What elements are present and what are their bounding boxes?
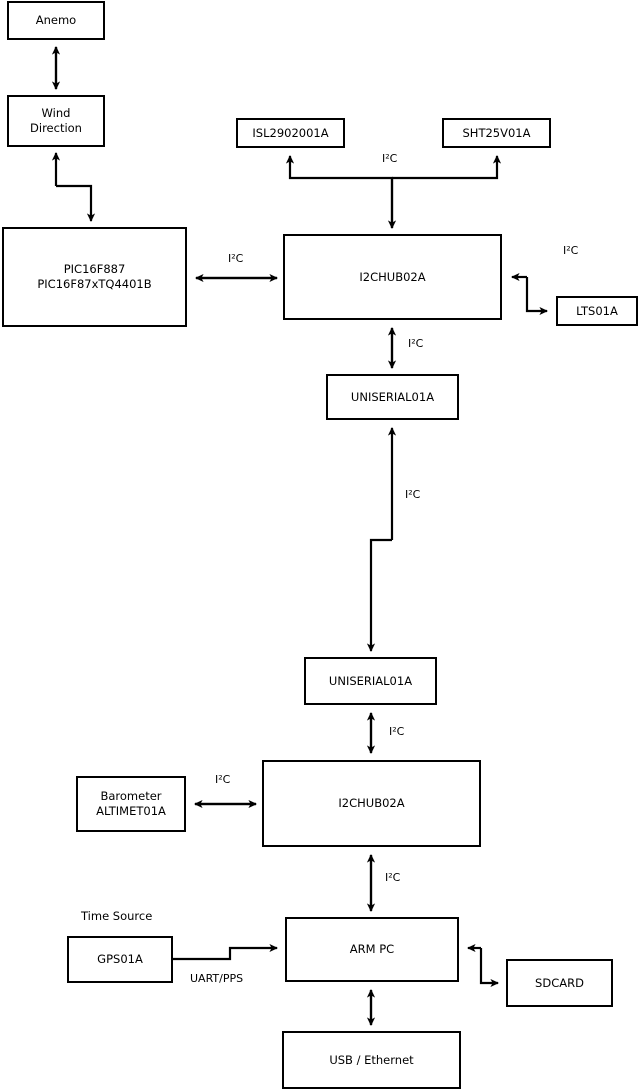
node-sdcard-label: SDCARD — [535, 975, 584, 990]
edge-label-i2c-uniserial-hub-bottom: I²C — [389, 725, 405, 738]
node-lts01a-label: LTS01A — [576, 303, 618, 318]
edge-label-i2c-barometer: I²C — [215, 773, 231, 786]
edge-label-i2c-lts: I²C — [563, 244, 579, 257]
connector-hub-top-sensors — [285, 154, 502, 230]
node-gps01a[interactable]: GPS01A — [67, 936, 173, 983]
node-i2chub02a-bottom-label: I2CHUB02A — [338, 796, 405, 811]
node-lts01a[interactable]: LTS01A — [556, 296, 638, 326]
node-uniserial01a-lower[interactable]: UNISERIAL01A — [304, 657, 437, 705]
edge-label-i2c-uniserial-link: I²C — [405, 488, 421, 501]
edge-label-i2c-top-bus: I²C — [382, 152, 398, 165]
node-i2chub02a-top[interactable]: I2CHUB02A — [283, 234, 502, 320]
node-pic-mcu[interactable]: PIC16F887 PIC16F87xTQ4401B — [2, 227, 187, 327]
node-anemo[interactable]: Anemo — [7, 1, 105, 40]
node-pic-mcu-label: PIC16F887 PIC16F87xTQ4401B — [37, 262, 152, 291]
node-wind-direction-label: Wind Direction — [30, 106, 82, 135]
node-arm-pc-label: ARM PC — [349, 942, 395, 957]
node-barometer-altimet01a[interactable]: Barometer ALTIMET01A — [76, 776, 186, 832]
connector-wind-pic — [51, 151, 96, 223]
edge-label-i2c-hub-uniserial: I²C — [408, 337, 424, 350]
node-isl2902001a[interactable]: ISL2902001A — [236, 118, 345, 148]
connector-gps-arm-pc — [173, 943, 279, 961]
node-usb-ethernet-label: USB / Ethernet — [329, 1052, 414, 1067]
node-sht25v01a[interactable]: SHT25V01A — [442, 118, 551, 148]
edge-label-i2c-pic-hub: I²C — [228, 252, 244, 265]
label-time-source: Time Source — [81, 909, 153, 923]
node-anemo-label: Anemo — [35, 13, 77, 28]
edge-label-i2c-hub-arm-pc: I²C — [385, 871, 401, 884]
node-barometer-altimet01a-label: Barometer ALTIMET01A — [96, 789, 166, 818]
node-wind-direction[interactable]: Wind Direction — [7, 95, 105, 147]
node-sht25v01a-label: SHT25V01A — [462, 125, 531, 140]
node-uniserial01a-lower-label: UNISERIAL01A — [328, 673, 413, 688]
connector-arm-pc-sdcard — [466, 943, 500, 988]
edge-label-uart-pps: UART/PPS — [190, 972, 244, 985]
node-uniserial01a-upper-label: UNISERIAL01A — [350, 389, 435, 404]
node-i2chub02a-top-label: I2CHUB02A — [359, 269, 426, 284]
node-arm-pc[interactable]: ARM PC — [285, 917, 459, 982]
node-isl2902001a-label: ISL2902001A — [252, 125, 329, 140]
node-i2chub02a-bottom[interactable]: I2CHUB02A — [262, 760, 481, 847]
connector-uniserial-1-uniserial-2 — [366, 426, 397, 653]
node-gps01a-label: GPS01A — [97, 952, 143, 967]
node-usb-ethernet[interactable]: USB / Ethernet — [282, 1031, 461, 1089]
node-uniserial01a-upper[interactable]: UNISERIAL01A — [326, 374, 459, 420]
node-sdcard[interactable]: SDCARD — [506, 959, 613, 1007]
connector-hub-top-lts — [510, 272, 549, 316]
